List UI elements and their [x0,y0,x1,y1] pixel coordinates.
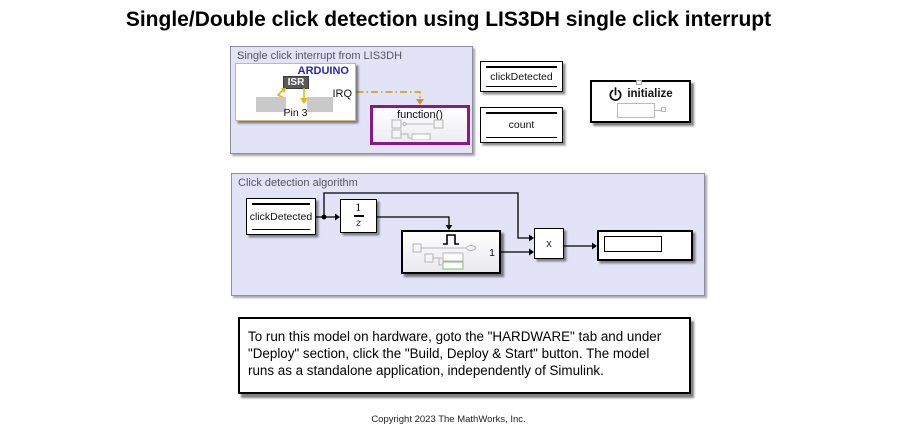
initialize-preview-line [655,110,661,111]
initialize-preview-port [661,107,666,112]
fraction-numerator: 1 [355,202,362,215]
model-title: Single/Double click detection using LIS3… [125,8,772,31]
dsm-top-line [252,203,310,205]
dsm-bottom-line [252,228,310,230]
unit-delay-fraction: 1 z [353,202,364,229]
area-title: Click detection algorithm [238,177,358,189]
initialize-subsystem-block[interactable]: initialize [590,80,691,123]
function-label: function() [397,109,443,121]
pin-port-rect [256,97,286,112]
dsm-top-line [486,66,557,68]
power-icon [609,87,622,101]
display-value-field [604,236,662,252]
pin-label: Pin 3 [283,107,308,119]
triggered-subsystem-block[interactable]: 1 [401,230,501,274]
product-label: x [546,237,552,250]
function-call-subsystem-block[interactable]: function() [370,105,470,145]
output-port-number: 1 [489,247,495,259]
data-store-read-clickdetected[interactable]: clickDetected [246,198,316,235]
subsystem-preview-icon [391,119,444,140]
initialize-label: initialize [627,88,673,100]
trigger-pulse-icon [443,234,459,245]
dsm-bottom-line [486,85,557,87]
data-store-memory-count[interactable]: count [480,107,563,143]
product-block[interactable]: x [534,228,564,259]
unit-delay-block[interactable]: 1 z [340,199,377,233]
isr-badge: ISR [283,76,309,89]
fraction-bar [353,215,364,217]
initialize-preview-rect [617,103,655,118]
dsm-label: clickDetected [249,210,313,223]
hardware-deploy-note: To run this model on hardware, goto the … [238,317,691,394]
top-port-square [636,80,642,85]
dsm-top-line [486,112,557,114]
data-store-memory-clickdetected[interactable]: clickDetected [480,61,563,92]
dsm-bottom-line [486,136,557,138]
dsm-label: clickDetected [490,70,553,83]
arduino-vendor-label: ARDUINO [297,65,349,77]
fraction-denominator: z [355,216,362,229]
arduino-interrupt-block[interactable]: ARDUINO ISR Pin 3 IRQ [235,63,356,121]
copyright-text: Copyright 2023 The MathWorks, Inc. [371,414,526,425]
irq-output-label: IRQ [332,88,352,100]
subsystem-preview-icon [412,243,476,270]
dsm-label: count [508,119,535,131]
area-title: Single click interrupt from LIS3DH [237,50,403,62]
display-block[interactable] [597,230,693,261]
isr-port-rect [307,97,333,112]
